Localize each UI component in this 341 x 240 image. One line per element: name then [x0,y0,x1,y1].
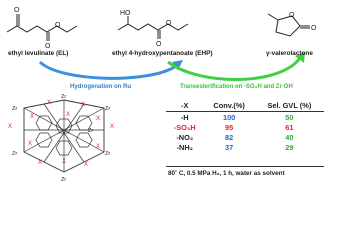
x-marker: X [96,144,100,150]
transesterification-arrowhead [295,52,305,63]
header-x: -X [166,100,204,112]
table-row: -H 100 50 [166,112,324,123]
label-ehp: ethyl 4-hydroxypentanoate (EHP) [112,50,213,57]
ehp-ester-oxygen: O [166,20,172,27]
hydrogenation-arrowhead [172,60,183,70]
ehp-hydroxyl: HO [120,10,131,17]
x-marker: X [96,116,100,122]
x-marker: X [62,159,66,165]
label-ethyl-levulinate: ethyl levulinate (EL) [8,50,69,57]
table-row: -SO₃H 95 61 [166,122,324,132]
hydrogenation-arrow [38,60,177,80]
cell-selectivity: 29 [285,143,294,153]
reaction-conditions: 80˚ C, 0.5 MPa H₂, 1 h, water as solvent [168,170,285,177]
transesterification-label: Transesterification on -SO₃H and Zr-OH [180,84,293,90]
hydrogenation-label: Hydrogenation on Ru [70,84,131,90]
ehp-structure [117,16,189,39]
table-row: -NH₂ 37 29 [166,143,324,153]
zr-node: Zr [105,151,110,157]
cell-selectivity: 50 [285,112,294,122]
label-gvl: γ-valerolactone [266,50,313,57]
zr-node: Zr [61,94,66,100]
cell-x: -H [180,112,189,122]
gvl-structure [267,13,310,37]
cell-x: -SO₃H [173,122,196,132]
x-marker: X [30,114,34,120]
mof-cage-structure [23,99,105,173]
gvl-carbonyl-oxygen: O [311,25,317,32]
cell-x: -NO₂ [176,132,194,142]
scheme-drawing: O O O HO O O O O [6,7,317,183]
zr-node: Zr [105,106,110,112]
x-marker: X [8,124,12,130]
zr-node: Zr [88,128,93,134]
x-substituent-markers: X X X X X X X X X X X X [8,100,114,168]
x-marker: X [47,100,51,106]
zr-node: Zr [12,106,17,112]
gvl-ring-oxygen: O [289,12,295,19]
zr-node: Zr [61,177,66,183]
el-ester-carbonyl-oxygen: O [45,43,51,50]
cell-conversion: 95 [225,122,234,132]
zr-nodes: Zr Zr Zr Zr Zr Zr Zr [12,94,110,183]
x-marker: X [81,102,85,108]
el-ketone-oxygen: O [14,7,20,14]
x-marker: X [84,162,88,168]
el-ester-oxygen: O [55,22,61,29]
header-conversion: Conv.(%) [203,100,255,112]
cell-conversion: 37 [225,143,234,153]
ehp-carbonyl-oxygen: O [156,41,162,48]
header-selectivity: Sel. GVL (%) [254,100,324,112]
x-marker: X [110,124,114,130]
cell-x: -NH₂ [176,143,193,153]
table-header-row: -X Conv.(%) Sel. GVL (%) [166,100,324,112]
table-bottom-rule [166,166,324,167]
x-marker: X [28,141,32,147]
zr-node: Zr [12,151,17,157]
ethyl-levulinate-structure [6,14,78,41]
results-table: -X Conv.(%) Sel. GVL (%) -H 100 50 -SO₃H… [166,100,324,153]
cell-conversion: 82 [225,132,234,142]
x-marker: X [38,160,42,166]
cell-conversion: 100 [222,112,236,122]
cell-selectivity: 40 [285,132,294,142]
transesterification-arrow [167,57,302,81]
table-row: -NO₂ 82 40 [166,132,324,142]
cell-selectivity: 61 [285,122,294,132]
linker-rings [35,115,93,156]
x-marker: X [66,112,70,118]
